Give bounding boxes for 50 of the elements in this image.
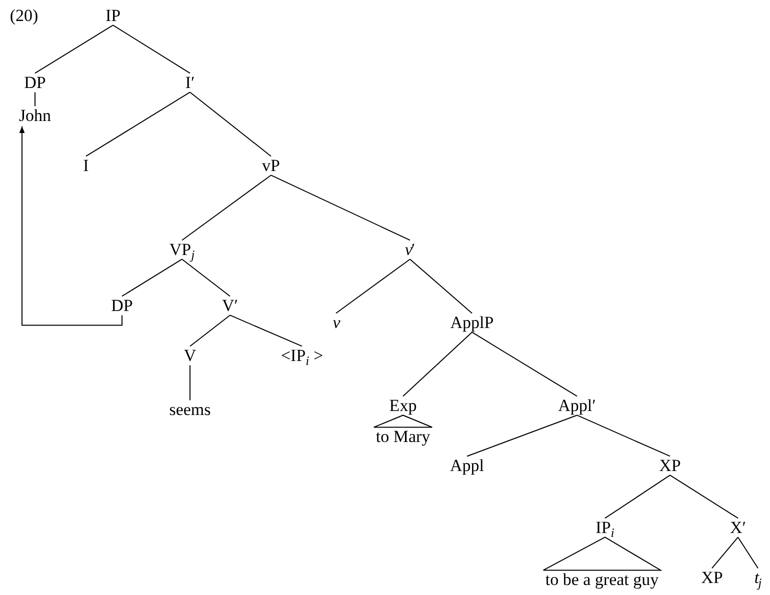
- tree-branch: [270, 174, 410, 241]
- tree-branch: [182, 174, 272, 241]
- node-label: IP$_{i}$: [596, 518, 614, 538]
- tree-branch: [738, 536, 758, 569]
- node-label: to be a great guy: [545, 570, 659, 590]
- node-label: Appl′: [558, 396, 596, 416]
- tree-branch: [86, 92, 190, 157]
- node-label: Appl: [450, 456, 484, 476]
- node-label: DP: [24, 73, 46, 92]
- triangle-roof: [542, 536, 662, 571]
- node-label: v′: [404, 240, 416, 260]
- node-label: vP: [262, 156, 280, 176]
- movement-arrow: [19, 126, 122, 326]
- example-number: (20): [10, 6, 38, 26]
- tree-branch: [34, 92, 36, 107]
- node-label: XP: [701, 568, 723, 588]
- tree-branch: [712, 536, 738, 569]
- node-label: V′: [222, 296, 238, 316]
- tree-branch: [230, 314, 302, 347]
- node-label: I′: [185, 73, 195, 92]
- node-label: to Mary: [376, 427, 430, 446]
- tree-branch: [402, 332, 472, 397]
- node-label: VP$_{j}$: [169, 240, 195, 260]
- tree-branch: [112, 24, 190, 74]
- tree-branch: [670, 474, 738, 519]
- tree-branch: [576, 414, 670, 457]
- tree-branch: [34, 24, 114, 74]
- triangle-roof: [373, 414, 433, 428]
- node-label: IP: [105, 6, 121, 26]
- node-label: X′: [730, 518, 746, 538]
- tree-branch: [190, 314, 230, 347]
- tree-branch: [182, 258, 230, 297]
- node-label: Exp: [389, 396, 417, 416]
- tree-branch: [604, 474, 670, 519]
- tree-branch: [466, 414, 578, 457]
- node-label: t$_{j}$: [754, 568, 762, 588]
- node-label: ApplP: [450, 313, 494, 332]
- tree-branch: [410, 258, 472, 314]
- node-label: DP: [111, 296, 133, 316]
- tree-branch: [190, 92, 272, 157]
- node-label: <IP$_{i}$ >: [280, 346, 324, 366]
- node-label: seems: [169, 400, 211, 420]
- node-label: John: [18, 106, 52, 126]
- node-label: v: [332, 313, 340, 332]
- node-label: I: [83, 156, 89, 176]
- node-label: V: [184, 346, 196, 366]
- tree-branch: [122, 258, 182, 297]
- tree-branch: [472, 332, 578, 397]
- node-label: XP: [659, 456, 681, 476]
- tree-branch: [336, 258, 410, 314]
